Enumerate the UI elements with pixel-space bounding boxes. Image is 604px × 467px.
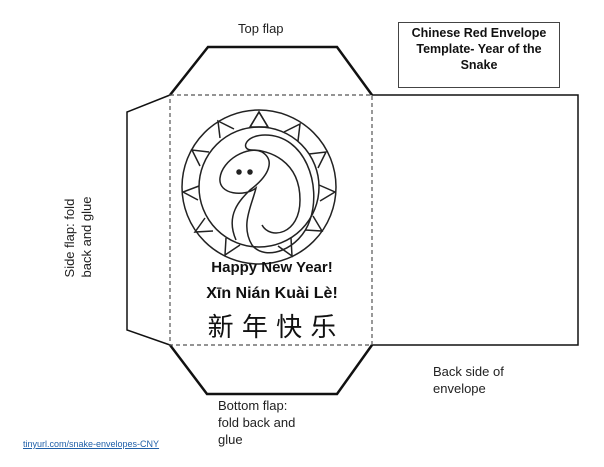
top-flap-outline xyxy=(169,45,374,96)
greeting-chinese: 新 年 快 乐 xyxy=(207,313,337,343)
greeting-pinyin: Xīn Nián Kuài Lè! xyxy=(206,285,338,302)
greeting-english: Happy New Year! xyxy=(211,259,333,276)
front-fold-lines xyxy=(169,94,373,346)
top-flap-label: Top flap xyxy=(238,21,284,36)
bottom-flap-outline xyxy=(169,344,374,396)
side-flap-label-line: back and glue xyxy=(79,196,94,278)
bottom-flap-label-line: glue xyxy=(218,432,243,447)
side-flap-outline xyxy=(126,94,171,346)
bottom-flap-label-line: fold back and xyxy=(218,415,296,430)
back-side-label-line: envelope xyxy=(433,381,486,396)
bottom-flap-label-line: Bottom flap: xyxy=(218,398,288,413)
back-side-label-line: Back side of xyxy=(433,364,504,379)
side-flap-label: Side flap: fold back and glue xyxy=(61,197,95,278)
bottom-flap-label: Bottom flap: fold back and glue xyxy=(218,397,295,448)
back-side-outline xyxy=(372,94,579,346)
side-flap-label-line: Side flap: fold xyxy=(62,198,77,278)
template-link[interactable]: tinyurl.com/snake-envelopes-CNY xyxy=(23,439,160,449)
snake-illustration xyxy=(181,109,337,265)
back-side-label: Back side of envelope xyxy=(433,363,504,397)
template-title: Chinese Red Envelope Template- Year of t… xyxy=(398,22,560,88)
